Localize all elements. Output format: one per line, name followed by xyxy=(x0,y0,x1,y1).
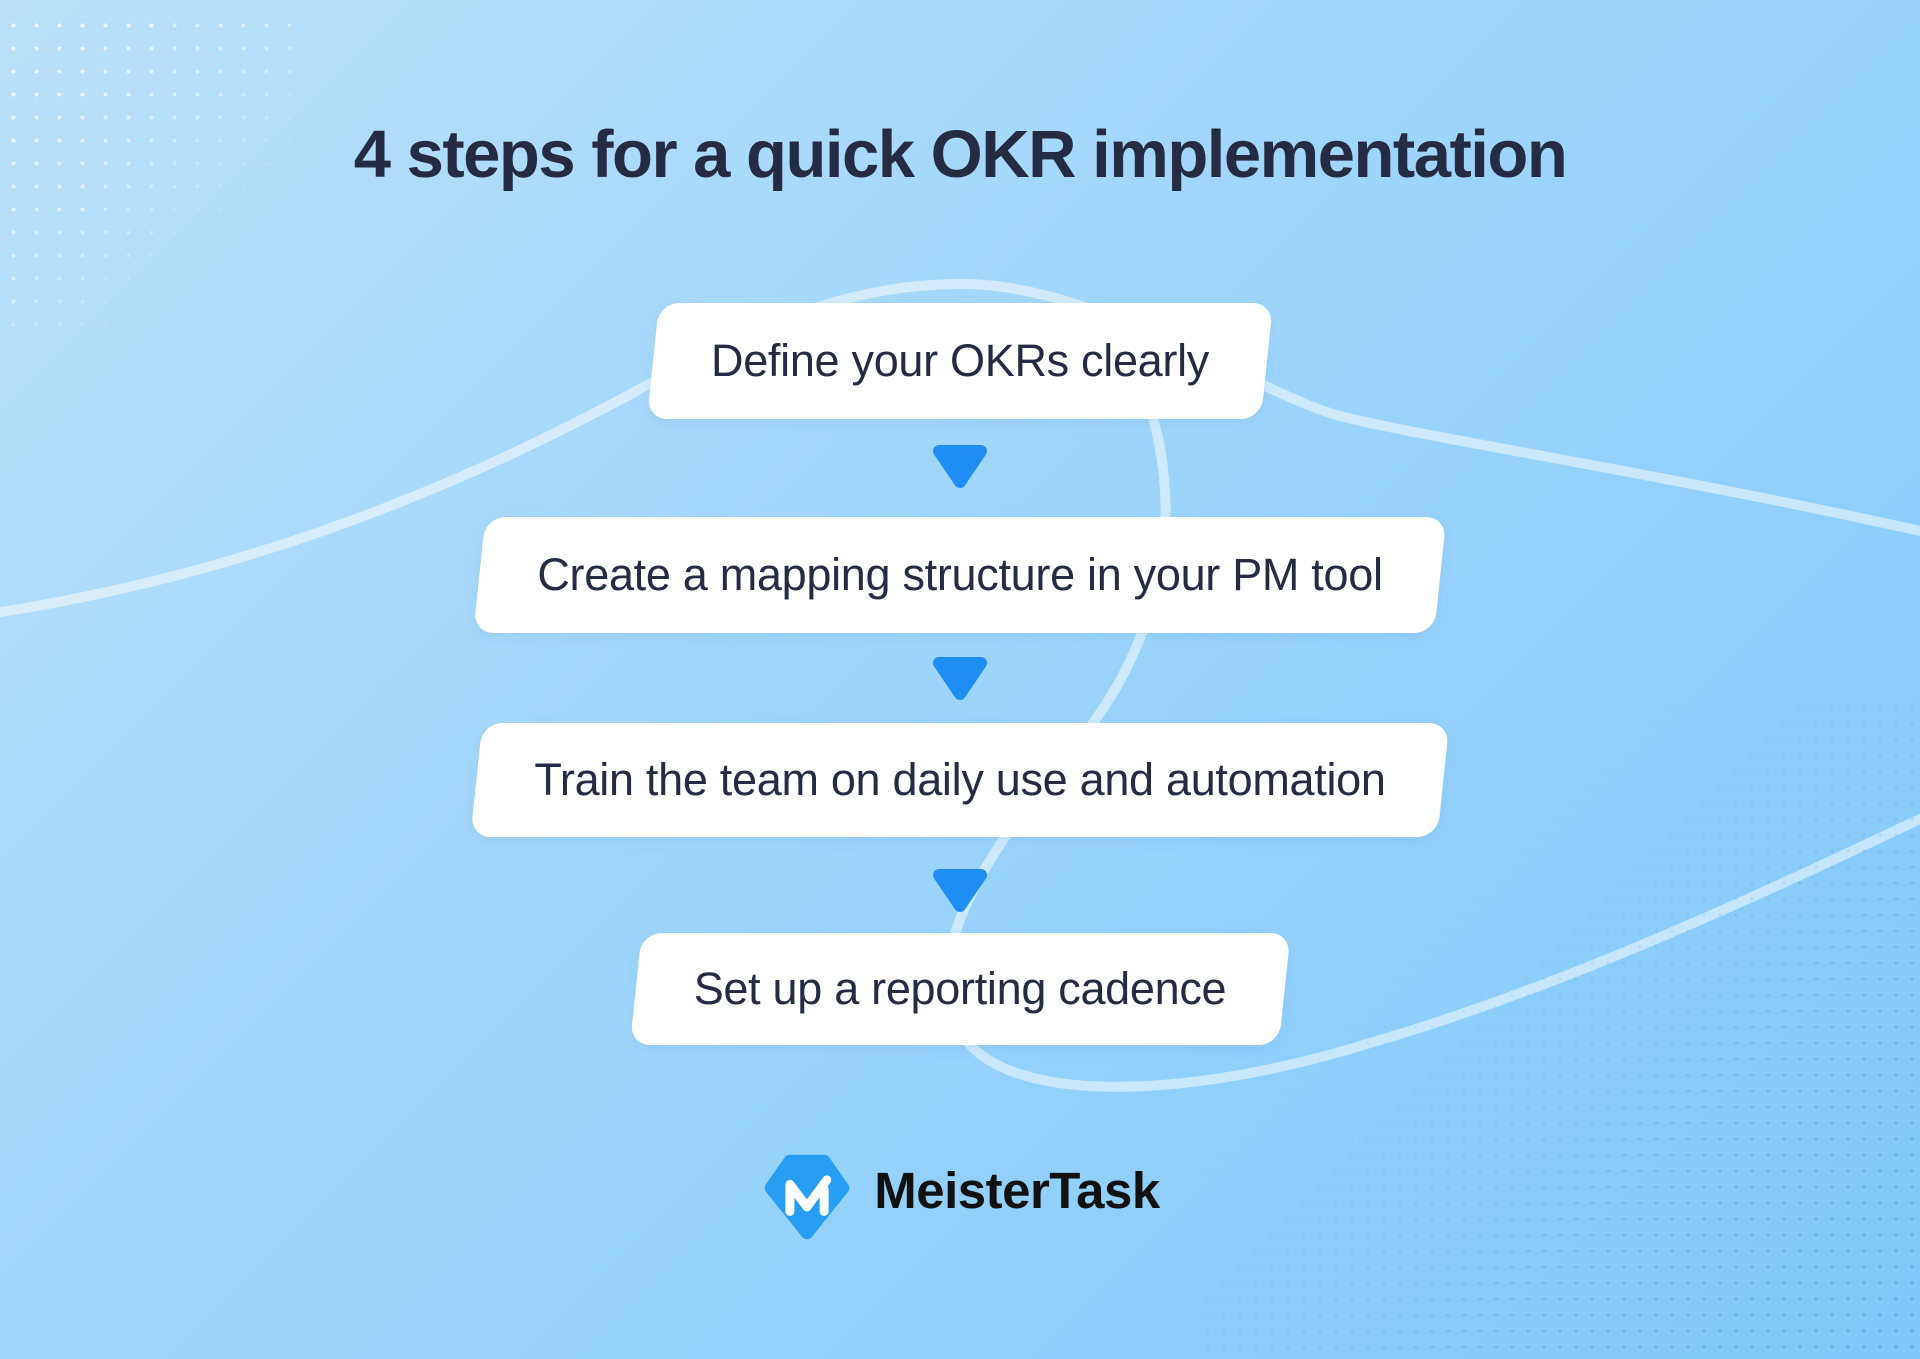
brand-name: MeisterTask xyxy=(874,1161,1160,1219)
step-box-train-team: Train the team on daily use and automati… xyxy=(470,723,1450,837)
brand-logo: MeisterTask xyxy=(0,1150,1920,1244)
meistertask-logo-icon xyxy=(764,1154,850,1240)
page-title: 4 steps for a quick OKR implementation xyxy=(353,117,1568,192)
step-label: Set up a reporting cadence xyxy=(693,963,1227,1014)
arrow-down-icon xyxy=(933,657,987,700)
step-label: Create a mapping structure in your PM to… xyxy=(537,549,1383,600)
step-label: Train the team on daily use and automati… xyxy=(534,754,1386,805)
step-box-define-okrs: Define your OKRs clearly xyxy=(646,303,1274,419)
step-box-mapping-structure: Create a mapping structure in your PM to… xyxy=(473,517,1447,633)
step-label: Define your OKRs clearly xyxy=(711,335,1209,386)
step-box-reporting-cadence: Set up a reporting cadence xyxy=(629,933,1291,1045)
arrow-down-icon xyxy=(933,445,987,488)
arrow-down-icon xyxy=(933,869,987,912)
